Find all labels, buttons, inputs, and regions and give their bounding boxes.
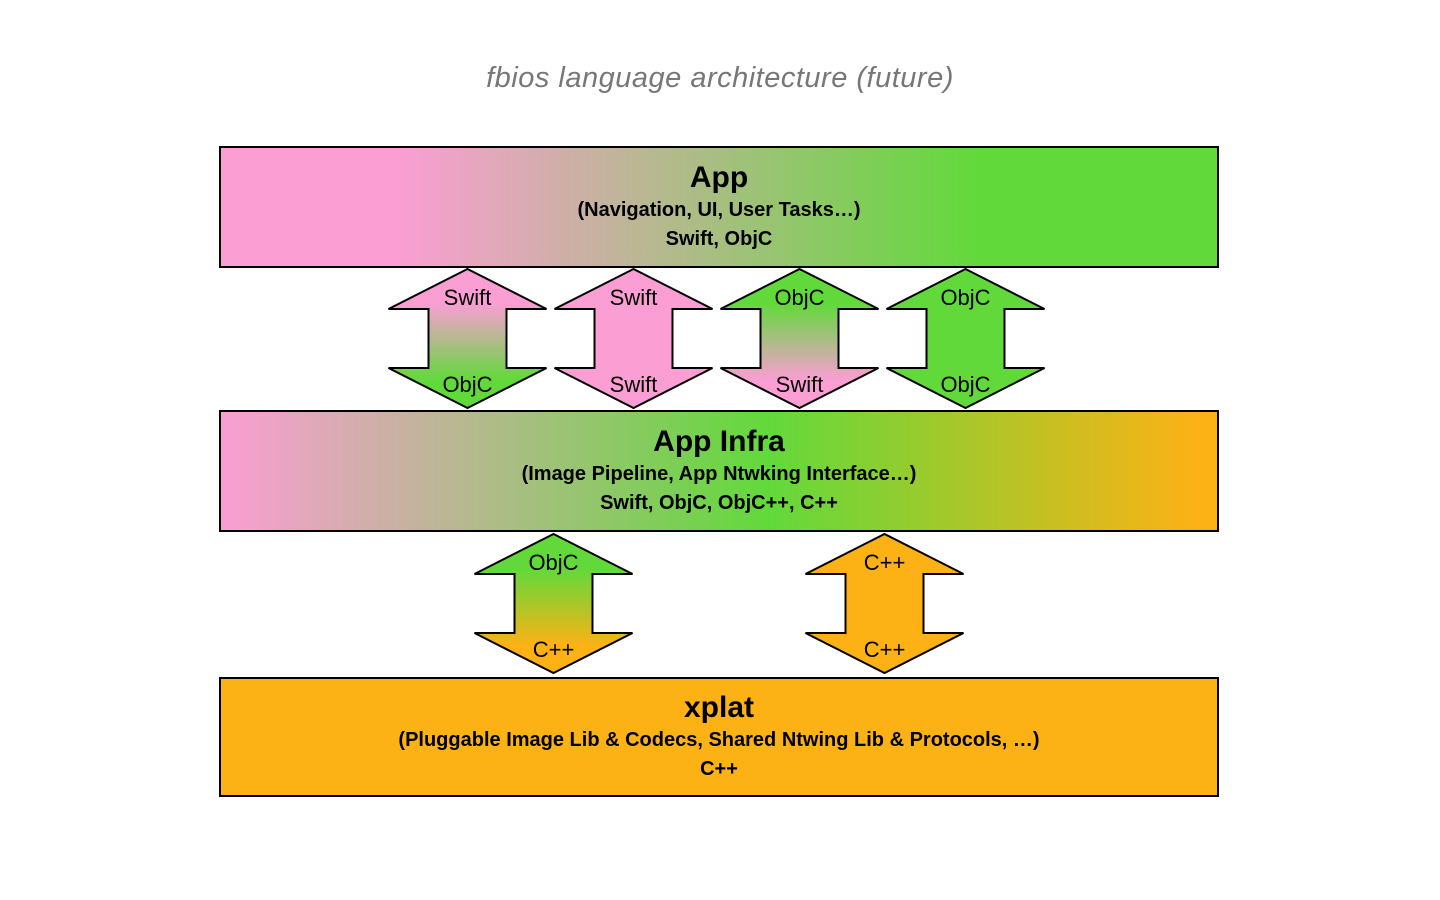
arrow-swift-swift: Swift Swift: [554, 268, 713, 410]
arrow-bottom-label: Swift: [610, 372, 658, 397]
layer-app-infra: App Infra (Image Pipeline, App Ntwking I…: [219, 410, 1219, 532]
arrow-top-label: ObjC: [940, 285, 990, 310]
arrow-top-label: ObjC: [774, 285, 824, 310]
page-title: fbios language architecture (future): [486, 62, 954, 94]
double-arrow-shape: [388, 268, 547, 410]
arrow-objc-swift: ObjC Swift: [720, 268, 879, 410]
arrow-objc-objc: ObjC ObjC: [886, 268, 1045, 410]
layer-app: App (Navigation, UI, User Tasks…) Swift,…: [219, 146, 1219, 268]
arrow-bottom-label: ObjC: [940, 372, 990, 397]
double-arrow-shape: [554, 268, 713, 410]
arrow-bottom-label: ObjC: [442, 372, 492, 397]
arrow-top-label: Swift: [444, 285, 492, 310]
arrow-cpp-cpp: C++ C++: [805, 533, 964, 675]
layer-app-languages: Swift, ObjC: [665, 228, 773, 250]
layer-xplat: xplat (Pluggable Image Lib & Codecs, Sha…: [219, 677, 1219, 797]
double-arrow-shape: [720, 268, 879, 410]
layer-app-subtitle: (Navigation, UI, User Tasks…): [577, 199, 861, 221]
arrow-bottom-label: Swift: [776, 372, 824, 397]
arrow-bottom-label: C++: [864, 637, 906, 662]
arrow-swift-objc: Swift ObjC: [388, 268, 547, 410]
layer-xplat-title: xplat: [683, 691, 755, 724]
arrow-top-label: ObjC: [528, 550, 578, 575]
double-arrow-shape: [805, 533, 964, 675]
double-arrow-shape: [474, 533, 633, 675]
arrow-top-label: Swift: [610, 285, 658, 310]
layer-xplat-languages: C++: [700, 758, 738, 780]
arrow-top-label: C++: [864, 550, 906, 575]
layer-app-title: App: [689, 161, 749, 194]
arrow-objc-cpp: ObjC C++: [474, 533, 633, 675]
layer-app-infra-title: App Infra: [653, 425, 785, 458]
layer-app-infra-languages: Swift, ObjC, ObjC++, C++: [600, 492, 838, 514]
layer-app-infra-subtitle: (Image Pipeline, App Ntwking Interface…): [521, 463, 917, 485]
arrow-bottom-label: C++: [533, 637, 575, 662]
double-arrow-shape: [886, 268, 1045, 410]
layer-xplat-subtitle: (Pluggable Image Lib & Codecs, Shared Nt…: [398, 729, 1040, 751]
